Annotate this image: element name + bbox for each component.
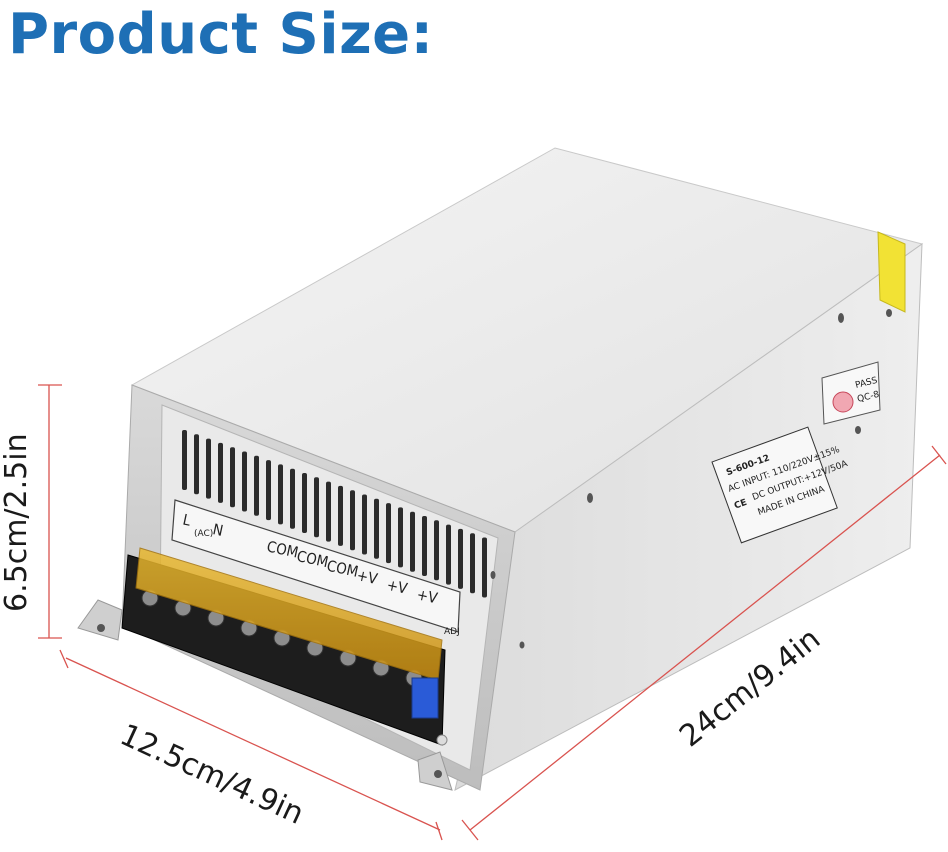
- vent-slot: [458, 528, 463, 589]
- vent-slot: [290, 468, 295, 529]
- vent-slot: [218, 442, 223, 503]
- side-holes: [490, 309, 892, 649]
- foot-hole-right: [434, 770, 442, 778]
- terminal-label: N: [211, 520, 225, 540]
- vent-slot: [266, 460, 271, 521]
- vent-slot: [410, 511, 415, 572]
- vent-slot: [206, 438, 211, 499]
- vent-slot: [314, 477, 319, 538]
- height-dimension-label: 6.5cm/2.5in: [0, 433, 34, 612]
- page-title: Product Size:: [8, 2, 434, 67]
- vent-slot: [350, 490, 355, 551]
- vent-slot: [338, 485, 343, 546]
- vent-slot: [326, 481, 331, 542]
- dimension-lines: [38, 384, 947, 841]
- vent-slot: [254, 455, 259, 516]
- spec-ce-mark: CE: [733, 498, 748, 512]
- vent-slot: [482, 537, 487, 598]
- mounting-foot-left: [77, 599, 123, 641]
- foot-hole-left: [97, 624, 105, 632]
- vent-slot: [470, 533, 475, 594]
- terminal-label: L: [181, 511, 193, 530]
- terminal-label: +V: [415, 585, 440, 607]
- vent-slot: [434, 520, 439, 581]
- vent-slot: [302, 473, 307, 533]
- adj-label: ADJ: [444, 627, 460, 637]
- vent-slot: [398, 507, 403, 568]
- vent-slot: [242, 451, 247, 512]
- vent-slot: [362, 494, 367, 555]
- terminal-label-strip: [171, 499, 461, 633]
- vent-slot: [182, 430, 187, 490]
- led-indicator: [436, 734, 448, 746]
- mounting-foot-right: [417, 751, 453, 791]
- warranty-sticker: [877, 231, 906, 313]
- vent-slot: [194, 434, 199, 495]
- vent-grille: [182, 430, 487, 598]
- adjust-knob[interactable]: [411, 677, 439, 719]
- width-dimension-label: 12.5cm/4.9in: [115, 717, 309, 831]
- terminal-label: +V: [355, 566, 380, 588]
- vent-slot: [230, 447, 235, 508]
- vent-slot: [374, 498, 379, 559]
- vent-slot: [422, 516, 427, 576]
- vent-slot: [386, 503, 391, 564]
- vent-slot: [278, 464, 283, 525]
- pass-sticker: PASS QC-8: [821, 361, 881, 425]
- terminal-sub-label: (AC): [194, 529, 213, 539]
- terminal-label: +V: [385, 576, 410, 598]
- vent-slot: [446, 524, 451, 585]
